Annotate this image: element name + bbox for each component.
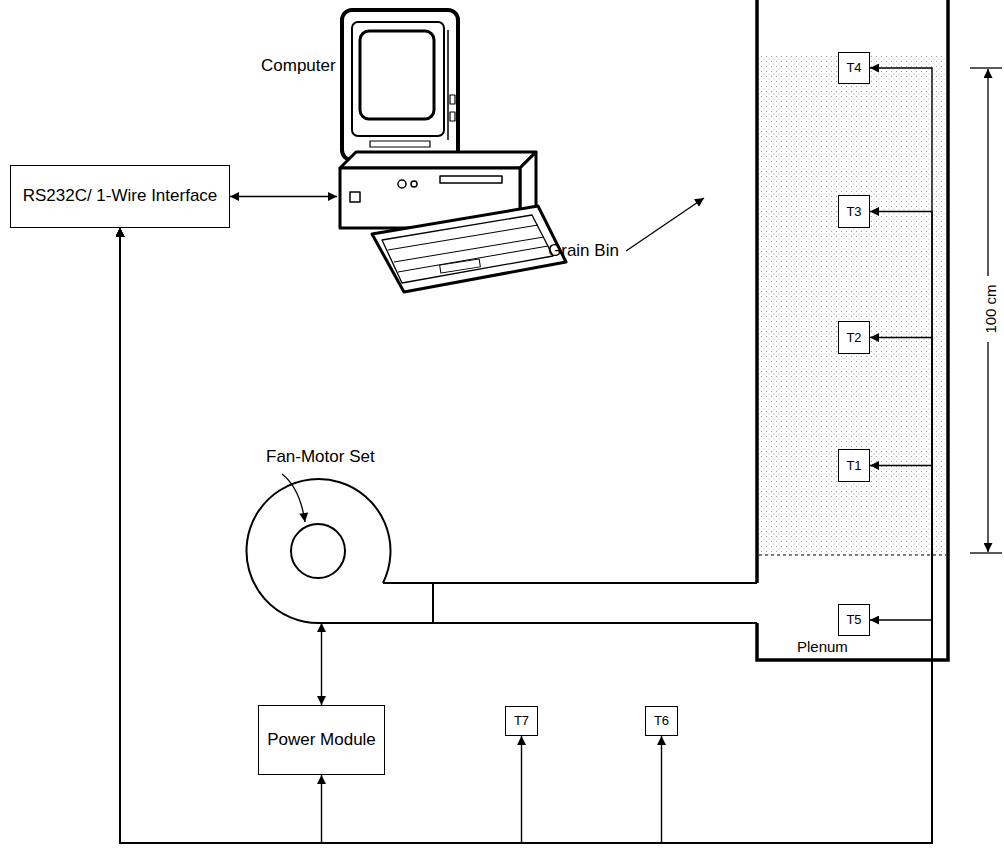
fan-housing [246, 479, 757, 623]
monitor-vent [370, 141, 430, 147]
fan-motor-set: Fan-Motor Set [246, 479, 390, 623]
sensor-box: T2 [838, 321, 870, 354]
box-label: RS232C/ 1-Wire Interface [23, 186, 218, 206]
dimension [970, 68, 1002, 553]
sensor-box: T3 [838, 195, 870, 228]
sensor-box: T6 [645, 706, 678, 736]
keyboard-keys [382, 215, 553, 283]
sensor-box: T5 [838, 604, 870, 636]
box-label: Power Module [267, 730, 376, 750]
case-button [398, 180, 406, 188]
monitor-knob [450, 112, 455, 121]
monitor-screen [360, 31, 434, 119]
key-row [388, 225, 538, 250]
bin-floor [759, 555, 946, 556]
grain-fill [759, 55, 946, 555]
monitor-edge [447, 30, 449, 140]
case-button [411, 181, 417, 187]
connector [321, 623, 322, 705]
connector [120, 228, 522, 843]
leader-line [282, 474, 305, 522]
part-label: Computer [261, 56, 336, 76]
box-label: T4 [846, 60, 861, 76]
connector [120, 68, 932, 843]
bin-wall [757, 0, 948, 660]
box-label: T1 [846, 458, 861, 474]
dimension-tick [970, 552, 1002, 553]
connector [230, 196, 337, 197]
box-label: T7 [514, 713, 529, 729]
leader-line [626, 198, 704, 251]
monitor-body [342, 10, 458, 160]
part-label: Fan-Motor Set [266, 447, 375, 467]
connector [120, 228, 932, 843]
connector [120, 212, 932, 844]
space-bar [440, 259, 481, 273]
computer: Computer [337, 8, 565, 292]
part-label: Plenum [797, 638, 848, 656]
dimension-tick [970, 67, 1002, 68]
connector [120, 228, 932, 843]
box-label: T3 [846, 204, 861, 220]
dimension-label: 100 cm [982, 276, 1000, 342]
computer-illustration [340, 10, 566, 292]
sensor-box: T1 [838, 449, 870, 482]
box-label: T6 [654, 713, 669, 729]
box-label: T2 [846, 330, 861, 346]
connector [120, 228, 932, 843]
fan-motor-symbol [246, 479, 757, 623]
keyboard [372, 206, 566, 292]
interface-box: RS232C/ 1-Wire Interface [10, 165, 230, 228]
part-label: Grain Bin [548, 241, 619, 261]
box-label: T5 [846, 612, 861, 628]
monitor-knob [450, 95, 455, 104]
key-row [394, 237, 544, 262]
fan-hub [291, 524, 345, 578]
sensor-box: T7 [505, 706, 538, 736]
connector [120, 228, 662, 843]
sensor-box: T4 [838, 52, 870, 84]
power-module-box: Power Module [258, 705, 385, 775]
power-button [350, 192, 360, 202]
monitor-bezel [352, 22, 444, 136]
drive-slot [440, 176, 502, 183]
case-top [340, 152, 536, 168]
